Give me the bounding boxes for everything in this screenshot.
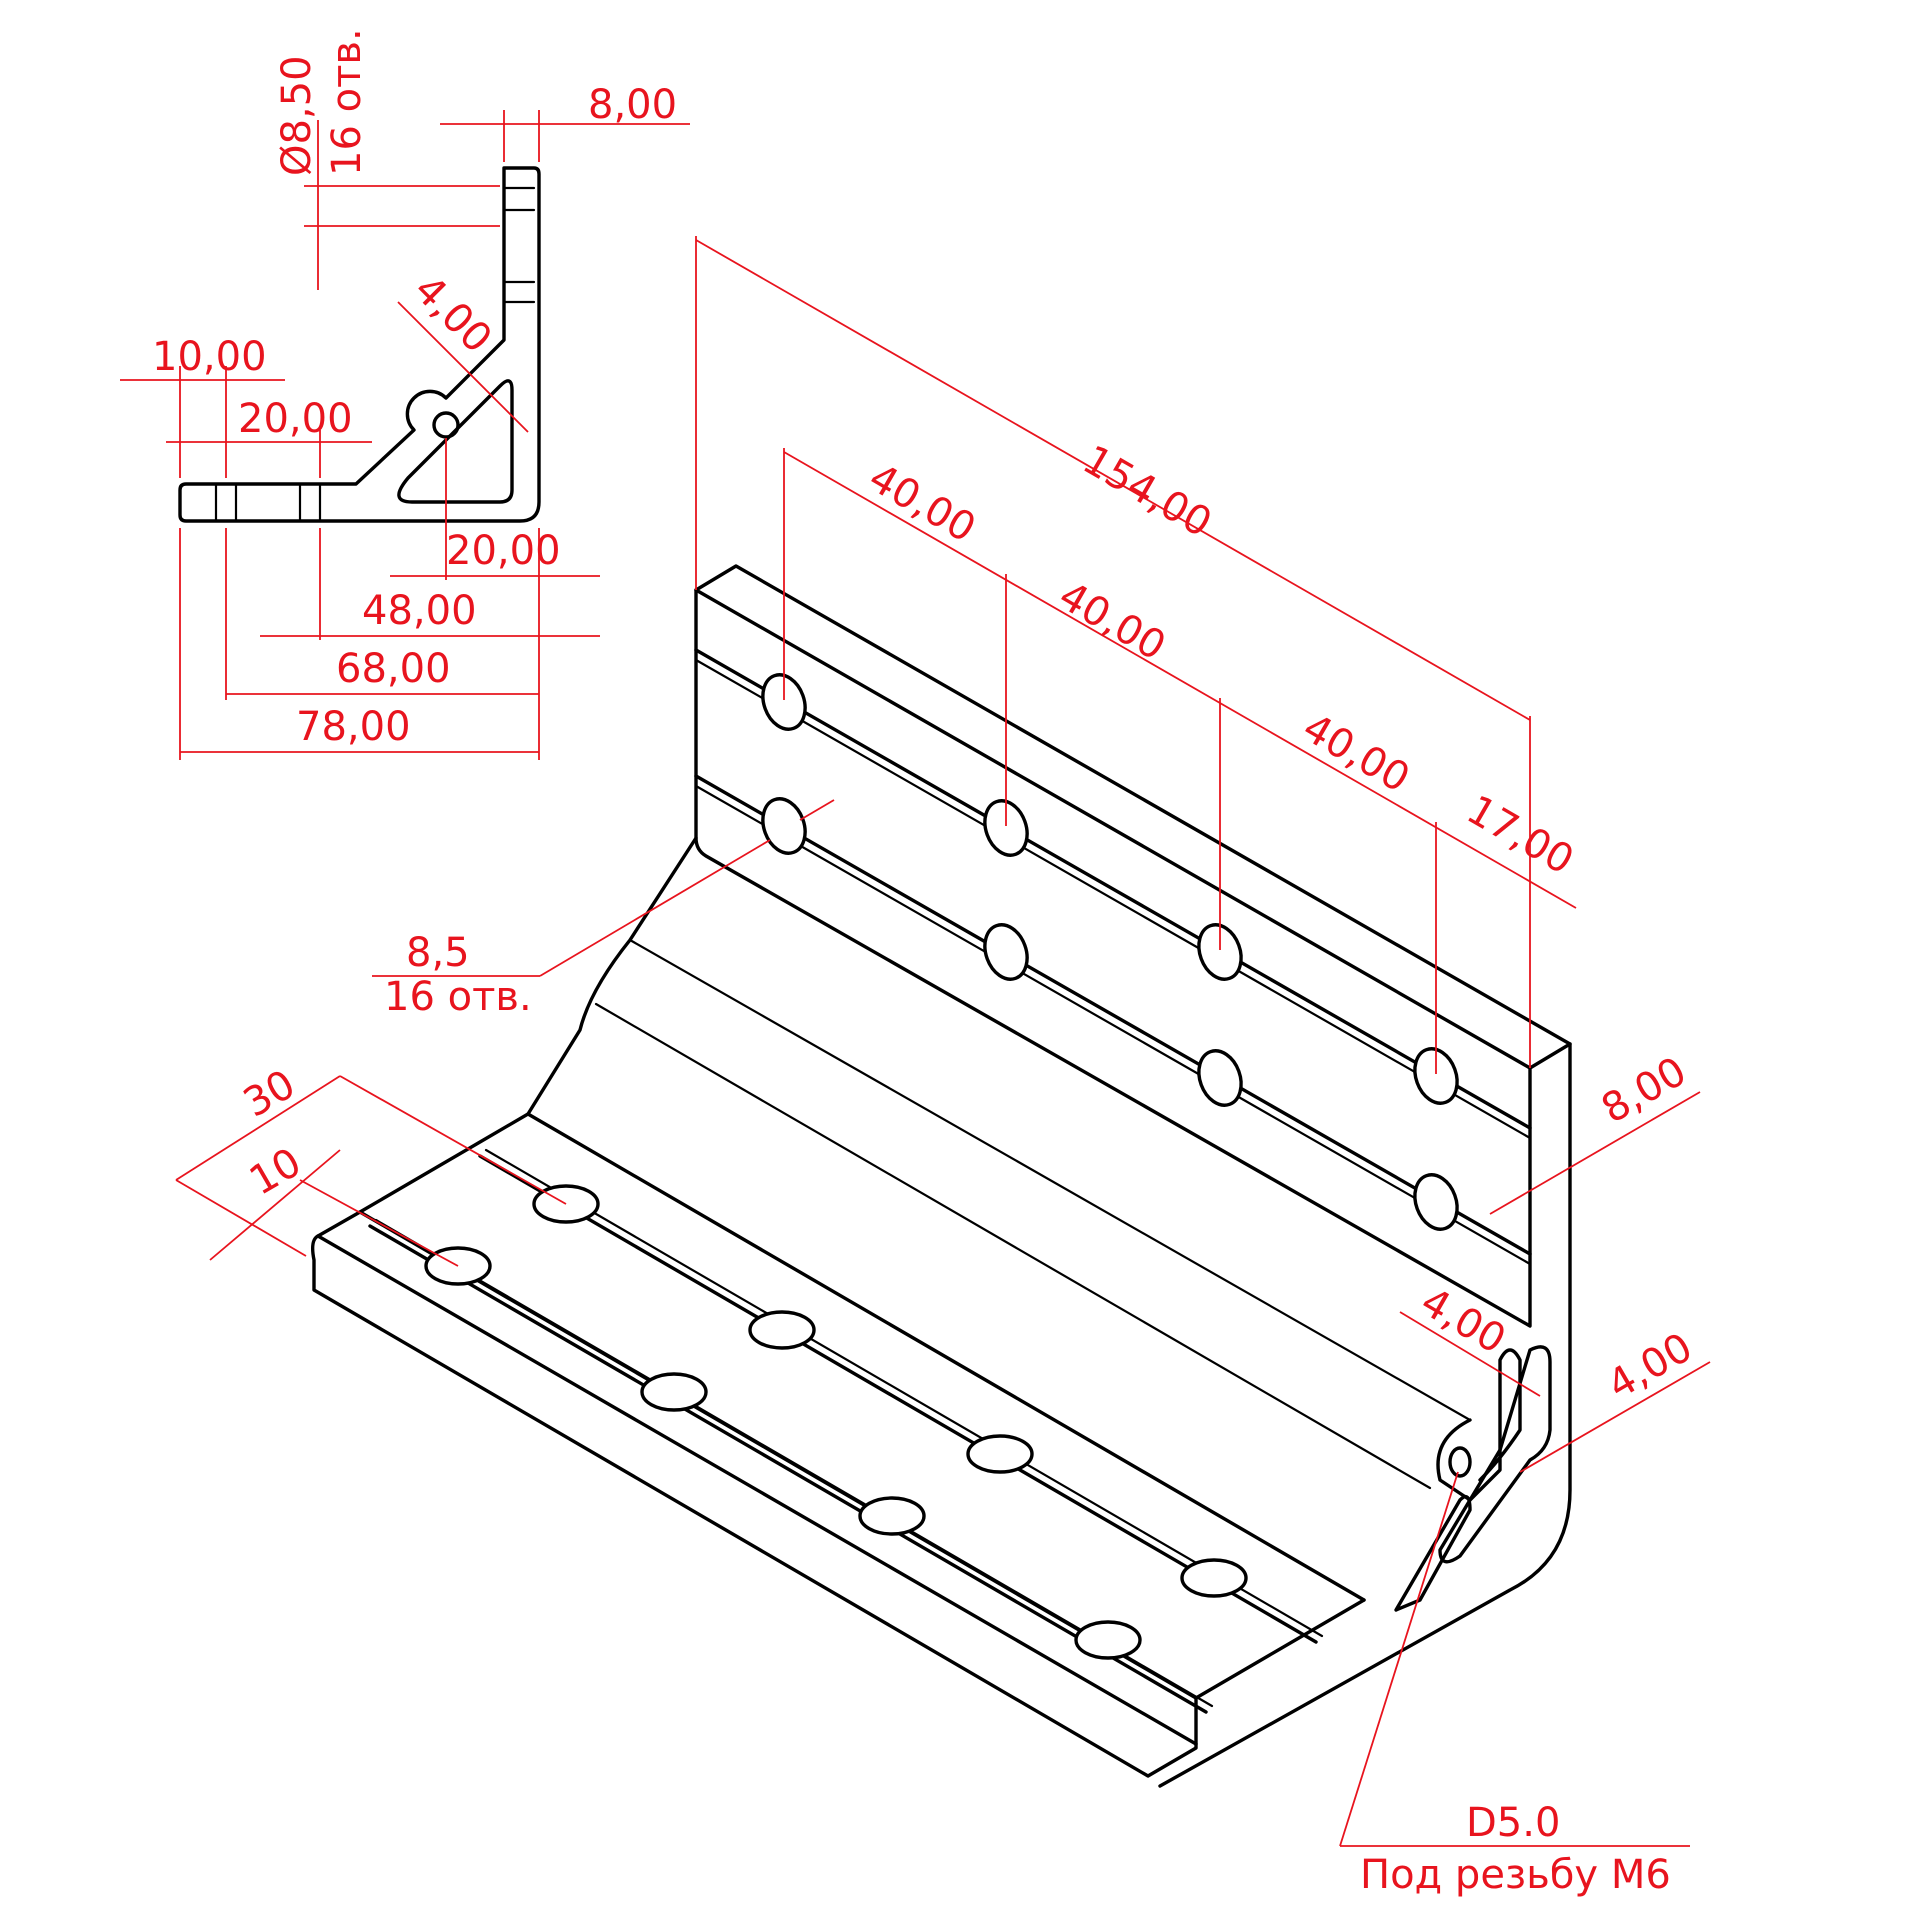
dim-pitch-2: 40,00 xyxy=(1051,573,1173,670)
iso-base-grooves xyxy=(368,1148,1324,1714)
section-hole-marks-horizontal xyxy=(214,482,322,523)
iso-base-edge-bottom xyxy=(1146,1746,1198,1778)
section-profile-outline xyxy=(178,166,541,523)
iso-base-edge xyxy=(316,1210,362,1238)
iso-rib-edge-1 xyxy=(628,938,1472,1422)
section-dimension-texts: Ø8,50 16 отв. 8,00 4,00 10,00 20,00 20,0… xyxy=(152,28,677,750)
dim-end-offset: 17,00 xyxy=(1459,787,1581,884)
dim-hole-note-count: 16 отв. xyxy=(384,974,532,1020)
section-dimensions xyxy=(120,110,690,760)
dim-pitch-3: 40,00 xyxy=(1295,705,1417,802)
iso-view: 154,00 40,00 40,00 40,00 17,00 8,5 16 от… xyxy=(175,236,1711,1898)
iso-base-front-top xyxy=(316,1234,1198,1746)
iso-tapped-hole xyxy=(1448,1446,1472,1478)
wall-hole xyxy=(1413,1047,1459,1105)
iso-wall-holes xyxy=(761,673,1459,1231)
section-tapped-hole xyxy=(432,411,460,439)
dim-width-68: 68,00 xyxy=(336,646,451,692)
base-hole xyxy=(748,1310,816,1350)
dim-length-total: 154,00 xyxy=(1075,437,1219,547)
dim-flange-thickness: 8,00 xyxy=(588,82,677,128)
wall-hole xyxy=(1197,1049,1243,1107)
wall-hole xyxy=(761,797,807,855)
dim-hole-pitch: 20,00 xyxy=(238,396,353,442)
section-hole-marks-vertical xyxy=(502,186,536,304)
iso-base-holes xyxy=(424,1184,1248,1660)
section-view: Ø8,50 16 отв. 8,00 4,00 10,00 20,00 20,0… xyxy=(120,28,690,760)
dim-hole-offset: 10,00 xyxy=(152,334,267,380)
iso-dimension-texts: 154,00 40,00 40,00 40,00 17,00 8,5 16 от… xyxy=(236,437,1700,1898)
iso-rib-edge-2 xyxy=(594,1002,1432,1490)
iso-wall-end xyxy=(1158,1042,1572,1788)
base-hole xyxy=(1180,1558,1248,1598)
base-hole xyxy=(1074,1620,1142,1660)
dim-rib-thickness: 4,00 xyxy=(405,267,501,363)
iso-base-front xyxy=(310,1234,1198,1778)
dim-hole-note-diameter: 8,5 xyxy=(406,930,470,976)
dim-thread-hole: D5.0 xyxy=(1466,1800,1560,1846)
dim-width-48: 48,00 xyxy=(362,588,477,634)
dim-base-10: 10 xyxy=(242,1139,309,1204)
iso-dimensions xyxy=(175,236,1711,1847)
iso-wall-grooves xyxy=(694,648,1532,1266)
wall-hole xyxy=(1197,923,1243,981)
base-hole xyxy=(858,1496,926,1536)
dim-base-30: 30 xyxy=(236,1061,303,1126)
base-hole xyxy=(966,1434,1034,1474)
wall-hole xyxy=(761,673,807,731)
iso-end-profile xyxy=(1436,1348,1522,1502)
iso-end-slot-2 xyxy=(1394,1495,1472,1612)
base-hole xyxy=(640,1372,708,1412)
dim-center-20: 20,00 xyxy=(446,528,561,574)
dim-width-78: 78,00 xyxy=(296,704,411,750)
wall-hole xyxy=(983,799,1029,857)
section-inner-slot xyxy=(397,379,514,504)
iso-rib-slope xyxy=(526,836,1366,1602)
dim-thread-note: Под резьбу М6 xyxy=(1360,1852,1671,1898)
dim-pitch-1: 40,00 xyxy=(861,455,983,552)
dim-hole-diameter: Ø8,50 xyxy=(274,55,320,176)
dim-wall-thickness: 8,00 xyxy=(1594,1048,1694,1132)
dim-hole-count: 16 отв. xyxy=(324,28,370,176)
wall-hole xyxy=(1413,1173,1459,1231)
wall-hole xyxy=(983,923,1029,981)
